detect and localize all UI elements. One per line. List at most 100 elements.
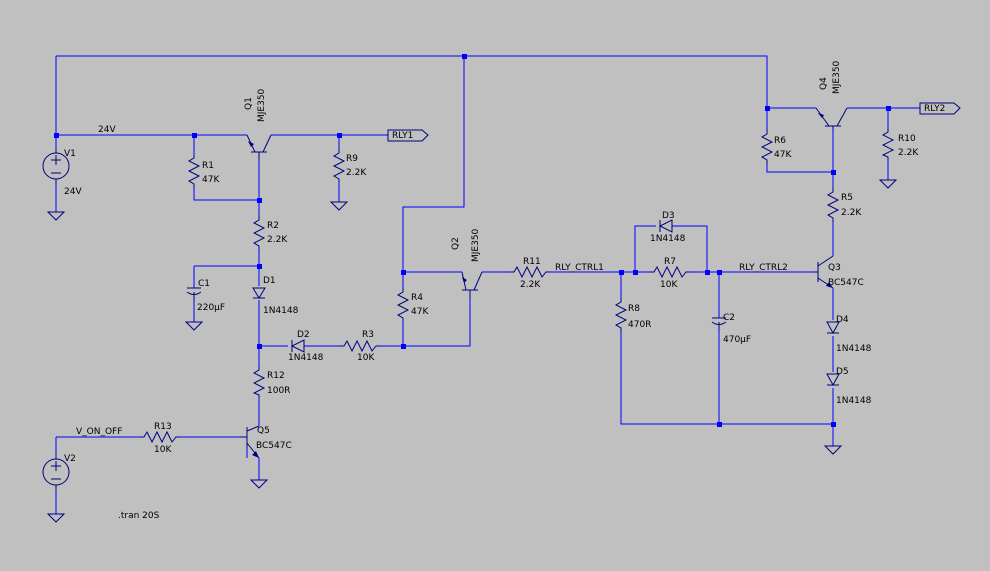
d1-ref: D1 xyxy=(263,276,276,286)
d2-ref: D2 xyxy=(297,330,310,340)
d5-diode xyxy=(826,373,840,387)
q5-transistor xyxy=(240,425,260,459)
q2-transistor xyxy=(461,271,483,298)
r6-ref: R6 xyxy=(774,136,786,146)
rly2-port-flag xyxy=(919,102,961,115)
labels: V1 24V V2 24V Q1 MJE350 R1 47K R9 2.2K R… xyxy=(64,60,945,521)
q5-ref: Q5 xyxy=(257,426,270,436)
r8-ref: R8 xyxy=(628,304,640,314)
r7-resistor xyxy=(650,265,690,279)
r7-ref: R7 xyxy=(664,257,676,267)
r9-ref: R9 xyxy=(346,154,358,164)
q2-ref: Q2 xyxy=(451,237,461,250)
r1-ref: R1 xyxy=(202,161,214,171)
r13-value: 10K xyxy=(154,445,172,455)
tran-directive: .tran 20S xyxy=(118,511,160,521)
q3-transistor xyxy=(812,255,834,289)
c2-value: 470µF xyxy=(723,335,751,345)
ground-symbols xyxy=(46,179,898,523)
junction-dots xyxy=(54,54,891,427)
r5-value: 2.2K xyxy=(841,208,862,218)
rly-ctrl2-label: RLY_CTRL2 xyxy=(739,263,788,273)
r11-resistor xyxy=(510,265,550,279)
r12-value: 100R xyxy=(267,386,290,396)
d4-ref: D4 xyxy=(836,315,849,325)
r13-resistor xyxy=(140,430,180,444)
v1-ref: V1 xyxy=(64,149,76,159)
r9-value: 2.2K xyxy=(346,168,367,178)
r4-ref: R4 xyxy=(411,293,423,303)
q3-part: BC547C xyxy=(828,278,864,288)
q1-transistor xyxy=(246,134,272,160)
rly1-port-flag xyxy=(387,129,429,142)
c1-value: 220µF xyxy=(197,303,225,313)
net-24v-label: 24V xyxy=(98,125,116,135)
r9-resistor xyxy=(332,150,346,182)
rly2-label: RLY2 xyxy=(924,104,945,114)
q3-ref: Q3 xyxy=(828,263,841,273)
r10-ref: R10 xyxy=(898,134,916,144)
q1-ref: Q1 xyxy=(244,97,254,110)
r8-value: 470R xyxy=(628,320,651,330)
r3-resistor xyxy=(340,339,380,353)
d2-diode xyxy=(290,339,305,353)
v2-ref: V2 xyxy=(64,454,76,464)
d4-diode xyxy=(826,321,840,335)
r2-resistor xyxy=(252,216,266,250)
r7-value: 10K xyxy=(660,280,678,290)
wires xyxy=(55,55,920,514)
resistors xyxy=(140,128,895,444)
q1-part: MJE350 xyxy=(257,88,267,122)
r13-ref: R13 xyxy=(154,422,172,432)
r1-value: 47K xyxy=(202,175,220,185)
r10-resistor xyxy=(881,128,895,160)
capacitors xyxy=(186,287,727,330)
q4-ref: Q4 xyxy=(819,77,829,90)
q2-part: MJE350 xyxy=(471,228,481,262)
r8-resistor xyxy=(614,298,628,332)
v1-value: 24V xyxy=(64,187,82,197)
r11-value: 2.2K xyxy=(520,280,541,290)
r3-ref: R3 xyxy=(362,330,374,340)
d3-ref: D3 xyxy=(662,211,675,221)
rly1-label: RLY1 xyxy=(392,131,413,141)
d5-ref: D5 xyxy=(836,367,849,377)
r4-resistor xyxy=(396,288,410,320)
v1-voltage-source xyxy=(42,148,70,184)
r6-value: 47K xyxy=(774,150,792,160)
transistors xyxy=(240,107,848,459)
r10-value: 2.2K xyxy=(898,148,919,158)
q4-transistor xyxy=(815,107,848,130)
v2-voltage-source xyxy=(42,455,70,490)
q5-part: BC547C xyxy=(256,441,292,451)
r5-resistor xyxy=(826,188,840,222)
r3-value: 10K xyxy=(357,353,375,363)
d1-diode xyxy=(252,287,266,299)
v-on-off-label: V_ON_OFF xyxy=(76,427,122,437)
r4-value: 47K xyxy=(411,307,429,317)
c2-ref: C2 xyxy=(723,313,735,323)
d2-part: 1N4148 xyxy=(288,353,324,363)
d3-diode xyxy=(658,219,673,233)
r5-ref: R5 xyxy=(841,193,853,203)
r1-resistor xyxy=(187,155,201,188)
d4-part: 1N4148 xyxy=(836,344,872,354)
q4-part: MJE350 xyxy=(832,60,842,94)
net-flags xyxy=(387,102,961,142)
c1-ref: C1 xyxy=(198,279,210,289)
r12-resistor xyxy=(252,366,266,398)
d1-part: 1N4148 xyxy=(263,306,299,316)
c2-capacitor xyxy=(711,317,727,330)
r2-ref: R2 xyxy=(267,221,279,231)
c1-capacitor xyxy=(186,287,202,301)
rly-ctrl1-label: RLY_CTRL1 xyxy=(555,263,604,273)
d5-part: 1N4148 xyxy=(836,396,872,406)
d3-part: 1N4148 xyxy=(650,234,686,244)
r12-ref: R12 xyxy=(267,371,285,381)
diodes xyxy=(252,219,840,387)
r6-resistor xyxy=(760,130,774,164)
r2-value: 2.2K xyxy=(267,235,288,245)
r11-ref: R11 xyxy=(523,257,541,267)
